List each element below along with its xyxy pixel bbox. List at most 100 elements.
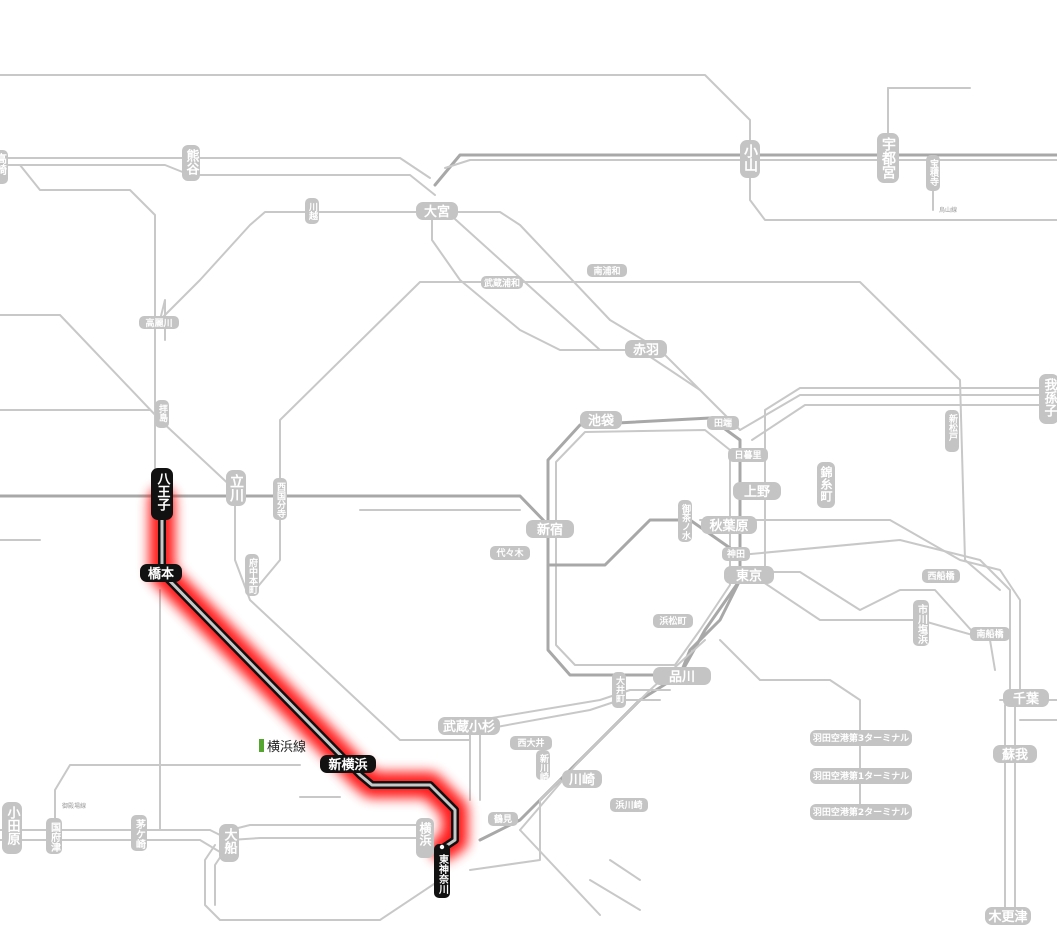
station-label-minamiurawa[interactable]: 南浦和 xyxy=(587,264,627,277)
svg-text:橋本: 橋本 xyxy=(148,566,174,582)
station-label-minamifunabashi[interactable]: 南船橋 xyxy=(970,627,1010,641)
station-label-nishioi[interactable]: 西大井 xyxy=(510,736,552,750)
line-name-gotemba: 御殿場線 xyxy=(62,802,86,810)
station-label-ikebukuro[interactable]: 池袋 xyxy=(580,411,622,429)
station-label-ochanomizu[interactable]: 御茶ノ水 xyxy=(678,500,692,542)
svg-text:宝積寺: 宝積寺 xyxy=(928,158,940,187)
svg-text:千葉: 千葉 xyxy=(1013,691,1040,707)
station-label-shinagawa[interactable]: 品川 xyxy=(653,667,711,685)
rail-line xyxy=(589,879,641,911)
station-label-musashikosugi[interactable]: 武蔵小杉 xyxy=(438,717,500,735)
svg-text:新松戸: 新松戸 xyxy=(947,413,958,442)
rail-line xyxy=(204,844,441,921)
svg-text:市川塩浜: 市川塩浜 xyxy=(916,603,929,645)
station-label-hachioji[interactable]: 八王子 xyxy=(151,468,173,520)
svg-text:蘇我: 蘇我 xyxy=(1001,747,1028,763)
svg-text:大井町: 大井町 xyxy=(614,675,625,704)
station-label-kanda[interactable]: 神田 xyxy=(722,547,750,561)
line-color-swatch xyxy=(259,739,264,752)
svg-text:羽田空港第2ターミナル: 羽田空港第2ターミナル xyxy=(813,806,909,818)
station-label-nishikokubunji[interactable]: 西国分寺 xyxy=(273,478,287,520)
svg-text:浜川崎: 浜川崎 xyxy=(615,799,642,811)
station-label-akihabara[interactable]: 秋葉原 xyxy=(701,516,757,534)
rail-line xyxy=(54,764,301,836)
svg-text:高崎: 高崎 xyxy=(0,152,8,176)
svg-text:田端: 田端 xyxy=(714,417,732,429)
station-label-yokohama[interactable]: 横浜 xyxy=(416,818,434,858)
station-label-kumagaya[interactable]: 熊谷 xyxy=(182,145,200,181)
svg-text:新川崎: 新川崎 xyxy=(538,753,550,782)
rail-line xyxy=(0,157,431,179)
rail-line xyxy=(229,837,421,841)
station-label-tabata[interactable]: 田端 xyxy=(707,416,739,430)
station-label-fuchuhommachi[interactable]: 府中本町 xyxy=(245,554,259,596)
station-label-shinjuku[interactable]: 新宿 xyxy=(526,520,574,538)
rail-line xyxy=(759,579,996,671)
station-label-akabane[interactable]: 赤羽 xyxy=(625,340,667,358)
station-label-hamamatsucho[interactable]: 浜松町 xyxy=(653,614,693,628)
station-label-shinkawasaki[interactable]: 新川崎 xyxy=(536,750,550,782)
rail-line xyxy=(609,859,641,881)
station-label-nishifunabashi[interactable]: 西船橋 xyxy=(922,569,960,583)
station-label-tokyo[interactable]: 東京 xyxy=(724,566,774,584)
svg-text:我孫子: 我孫子 xyxy=(1042,377,1057,418)
svg-text:東京: 東京 xyxy=(736,568,762,584)
svg-text:羽田空港第1ターミナル: 羽田空港第1ターミナル xyxy=(813,770,909,782)
route-line xyxy=(160,498,457,850)
station-label-nippori[interactable]: 日暮里 xyxy=(728,448,768,462)
svg-text:南船橋: 南船橋 xyxy=(976,628,1004,640)
rail-line xyxy=(764,387,1057,581)
station-label-tachikawa[interactable]: 立川 xyxy=(226,470,246,506)
station-label-takasaki[interactable]: 高崎 xyxy=(0,150,8,184)
station-label-ichikawashiohama[interactable]: 市川塩浜 xyxy=(913,600,929,646)
station-label-komagawa[interactable]: 高麗川 xyxy=(139,316,179,329)
rail-line xyxy=(431,209,701,391)
station-label-kawagoe[interactable]: 川越 xyxy=(305,198,319,224)
svg-text:国府津: 国府津 xyxy=(49,822,61,853)
line-name-karasuyama: 烏山線 xyxy=(939,206,957,214)
station-label-haneda3[interactable]: 羽田空港第3ターミナル xyxy=(810,730,912,746)
svg-text:立川: 立川 xyxy=(228,473,245,502)
station-label-shinmatsudo[interactable]: 新松戸 xyxy=(945,410,959,452)
station-label-musashiurawa[interactable]: 武蔵浦和 xyxy=(481,276,523,289)
svg-text:池袋: 池袋 xyxy=(588,413,615,429)
station-label-yoyogi[interactable]: 代々木 xyxy=(490,546,530,560)
station-label-hashimoto[interactable]: 橋本 xyxy=(140,564,182,582)
rail-line xyxy=(479,699,661,801)
station-label-odawara[interactable]: 小田原 xyxy=(2,802,22,854)
station-label-haneda2[interactable]: 羽田空港第2ターミナル xyxy=(810,804,912,820)
station-label-chigasaki[interactable]: 茅ケ崎 xyxy=(131,815,147,851)
svg-text:新横浜: 新横浜 xyxy=(328,757,367,773)
station-label-utsunomiya[interactable]: 宇都宮 xyxy=(877,133,899,183)
rail-line xyxy=(444,159,1057,169)
station-label-kozu[interactable]: 国府津 xyxy=(46,818,62,854)
station-label-haneda1[interactable]: 羽田空港第1ターミナル xyxy=(810,768,912,784)
station-label-oimachi[interactable]: 大井町 xyxy=(612,672,626,708)
station-label-omiya[interactable]: 大宮 xyxy=(416,202,458,220)
station-label-hojakuji[interactable]: 宝積寺 xyxy=(926,155,940,191)
yamanote-loop xyxy=(546,416,742,677)
station-label-hamakawasaki[interactable]: 浜川崎 xyxy=(610,798,648,812)
station-label-oyama[interactable]: 小山 xyxy=(740,140,760,178)
rail-line xyxy=(444,209,661,351)
station-label-higashikanagawa[interactable]: 東神奈川 xyxy=(434,844,450,898)
station-label-ofuna[interactable]: 大船 xyxy=(219,824,239,862)
station-label-chiba[interactable]: 千葉 xyxy=(1003,689,1049,707)
station-label-shinyokohama[interactable]: 新横浜 xyxy=(320,755,376,773)
svg-text:小山: 小山 xyxy=(742,144,758,173)
svg-text:茅ケ崎: 茅ケ崎 xyxy=(134,818,146,850)
station-label-ueno[interactable]: 上野 xyxy=(733,482,781,500)
svg-text:秋葉原: 秋葉原 xyxy=(709,518,748,534)
station-label-soga[interactable]: 蘇我 xyxy=(993,745,1037,763)
rail-line xyxy=(555,429,731,666)
station-label-abiko[interactable]: 我孫子 xyxy=(1039,374,1057,424)
station-label-kinshicho[interactable]: 錦糸町 xyxy=(817,462,835,508)
station-label-kisarazu[interactable]: 木更津 xyxy=(985,907,1031,925)
station-label-tsurumi[interactable]: 鶴見 xyxy=(488,812,518,826)
svg-text:八王子: 八王子 xyxy=(155,472,172,512)
rail-line xyxy=(0,314,236,491)
rail-line xyxy=(719,639,861,811)
station-label-kawasaki[interactable]: 川崎 xyxy=(562,770,602,788)
station-label-haijima[interactable]: 拝島 xyxy=(155,400,169,428)
